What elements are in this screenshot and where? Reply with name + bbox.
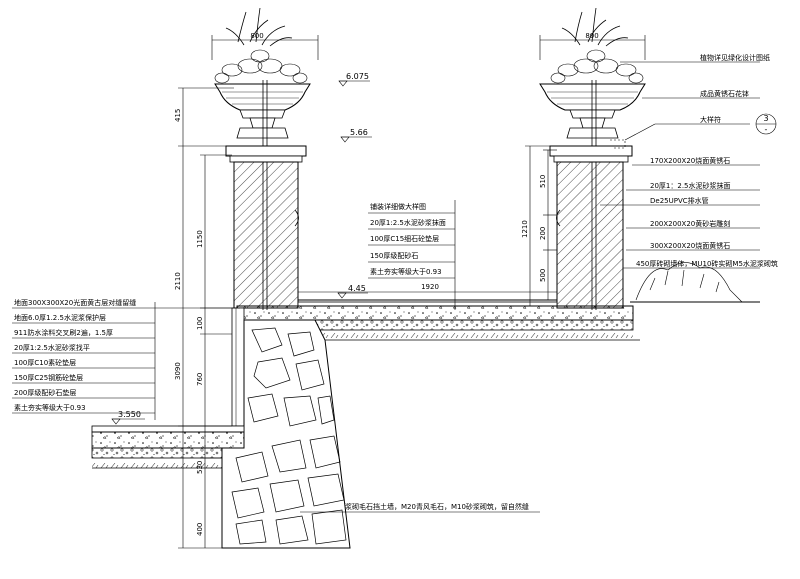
pool-base <box>236 299 640 341</box>
label-detail-symbol: 大样符 <box>700 115 721 124</box>
right-label-group: 植物详见绿化设计图纸 成品黄锈石花钵 大样符 170X200X20烧面黄锈石 2… <box>636 53 778 268</box>
center-label-gravel: 150厚级配砂石 <box>370 251 418 260</box>
dimension-lines <box>12 35 777 549</box>
dim-3090: 3090 <box>174 362 182 380</box>
dim-2110: 2110 <box>174 272 182 290</box>
left-label-0: 地面300X300X20光面黄古层对缝留缝 <box>14 298 136 307</box>
bottom-note: 浆砌毛石挡土墙，M20青风毛石，M10砂浆砌筑，留自然缝 <box>345 502 529 511</box>
left-label-5: 150厚C25钢筋砼垫层 <box>14 373 83 382</box>
label-plants: 植物详见绿化设计图纸 <box>700 53 770 62</box>
dim-510: 510 <box>539 175 547 188</box>
label-drain-pipe: De25UPVC排水管 <box>650 196 709 205</box>
dim-530: 530 <box>196 461 204 474</box>
detail-symbol-bottom: - <box>765 125 768 134</box>
detail-symbol-top: 3 <box>763 114 768 123</box>
left-label-group: 地面300X300X20光面黄古层对缝留缝 地面6.0厚1.2.5水泥浆保护层 … <box>14 298 136 412</box>
left-planter <box>214 7 311 310</box>
elevation-top: 6.075 <box>346 72 369 81</box>
left-label-7: 素土夯实等级大于0.93 <box>14 403 86 412</box>
dim-760: 760 <box>196 373 204 386</box>
center-label-group: 铺装详细做大样图 20厚1:2.5水泥砂浆抹面 100厚C15细石砼垫层 150… <box>370 202 446 276</box>
label-planter: 成品黄锈石花钵 <box>700 89 749 98</box>
label-mortar: 20厚1：2.5水泥砂浆抹面 <box>650 181 731 190</box>
center-label-mortar: 20厚1:2.5水泥砂浆抹面 <box>370 218 446 227</box>
center-label-soil: 素土夯实等级大于0.93 <box>370 267 442 276</box>
left-label-4: 100厚C10素砼垫层 <box>14 358 76 367</box>
dim-500: 500 <box>539 269 547 282</box>
dim-200: 200 <box>539 227 547 240</box>
elevation-pool-floor: 4.45 <box>348 284 366 293</box>
elevation-text: 6.075 5.66 4.45 3.550 <box>118 72 369 419</box>
dimension-text: 800 800 415 2110 1150 100 3090 760 530 4… <box>174 32 599 536</box>
dim-1210: 1210 <box>521 220 529 238</box>
label-sandstone: 200X200X20黄砂岩雕刻 <box>650 219 730 228</box>
center-label-title: 铺装详细做大样图 <box>370 202 426 211</box>
dim-1920: 1920 <box>421 283 439 291</box>
label-facing-stone: 300X200X20烧面黄锈石 <box>650 241 730 250</box>
center-label-concrete: 100厚C15细石砼垫层 <box>370 234 439 243</box>
left-label-6: 200厚级配砂石垫层 <box>14 388 76 397</box>
lower-ground <box>91 307 351 549</box>
dim-planter-width-right: 800 <box>585 32 598 40</box>
dim-100: 100 <box>196 317 204 330</box>
label-coping-stone: 170X200X20烧面黄锈石 <box>650 156 730 165</box>
dim-planter-width-left: 800 <box>250 32 263 40</box>
dim-1150: 1150 <box>196 230 204 248</box>
label-brick-wall: 450厚砖砌墙体，MU10砖实砌M5水泥浆砌筑 <box>636 259 778 268</box>
elevation-coping: 5.66 <box>350 128 368 137</box>
left-label-1: 地面6.0厚1.2.5水泥浆保护层 <box>14 313 106 322</box>
right-planter <box>539 7 760 310</box>
elevation-ground: 3.550 <box>118 410 141 419</box>
left-label-2: 911防水涂料交叉刷2遍，1.5厚 <box>14 328 113 337</box>
left-label-3: 20厚1:2.5水泥砂浆找平 <box>14 343 90 352</box>
dim-400: 400 <box>196 523 204 536</box>
dim-415: 415 <box>174 109 182 122</box>
